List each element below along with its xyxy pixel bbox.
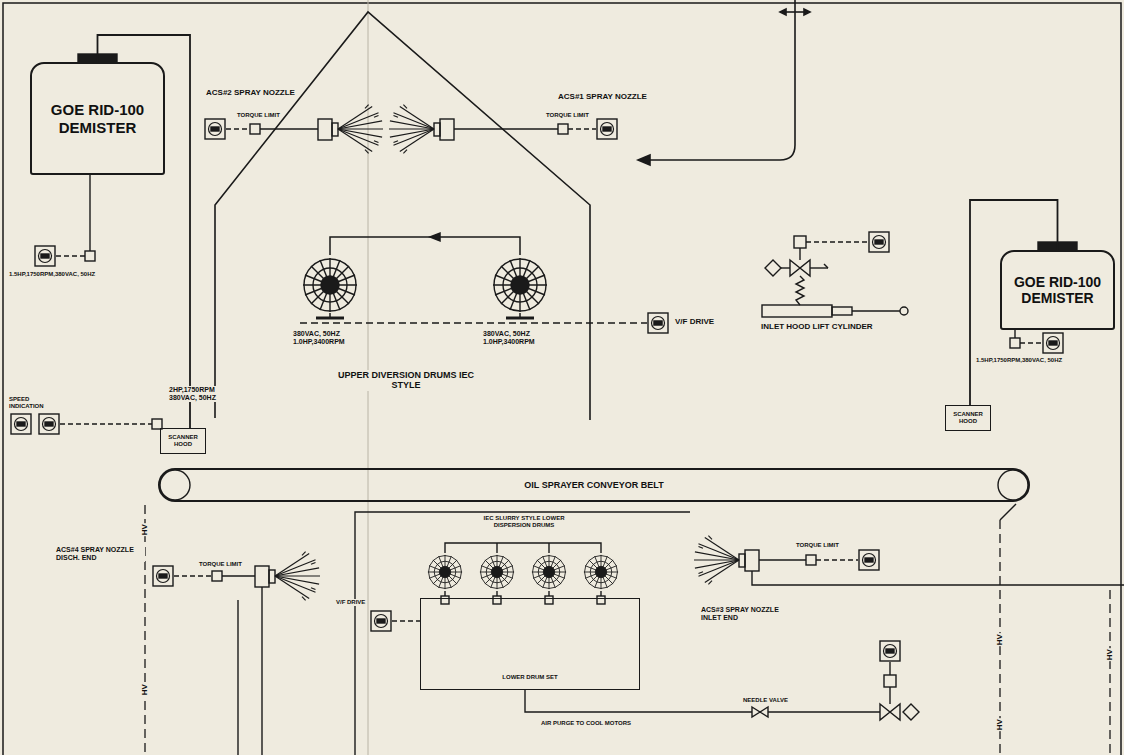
- nozzle-label: ACS#1 SPRAY NOZZLE: [557, 92, 648, 101]
- device-label: SPEED INDICATION: [8, 396, 50, 410]
- hv-cables: [145, 505, 1110, 755]
- scanner-hood-box: SCANNER HOOD: [160, 428, 206, 454]
- demister-left-motor: [35, 54, 117, 266]
- motor-rating: 380VAC, 50HZ 1.0HP,3400RPM: [482, 330, 546, 346]
- drive-label: V/F DRIVE: [335, 599, 366, 606]
- drive-label: V/F DRIVE: [674, 317, 715, 326]
- section-title: IEC SLURRY STYLE LOWER DISPERSION DRUMS: [478, 515, 570, 529]
- acs1-nozzle: [389, 105, 617, 154]
- device-label: TORQUE LIMIT: [236, 112, 281, 119]
- motor-rating: 380VAC, 50HZ 1.0HP,3400RPM: [292, 330, 356, 346]
- sheet-frame: [3, 0, 1121, 755]
- node-text: GOE RID-100 DEMISTER: [48, 101, 148, 136]
- belt-drive: [11, 414, 1028, 520]
- air-purge-line: [525, 641, 919, 720]
- device-label: NEEDLE VALVE: [742, 697, 789, 704]
- hood-outline: [215, 12, 590, 420]
- acs3-nozzle: [694, 536, 1124, 585]
- motor-rating: 1.5HP,1750RPM,380VAC, 50HZ: [8, 271, 96, 278]
- node-text: LOWER DRUM SET: [502, 674, 557, 681]
- nozzle-label: ACS#4 SPRAY NOZZLE DISCH. END: [55, 546, 145, 562]
- hv-marker: HV: [995, 633, 1004, 646]
- node-text: GOE RID-100 DEMISTER: [1010, 274, 1105, 306]
- device-label: INLET HOOD LIFT CYLINDER: [760, 322, 874, 331]
- scanner-hood-box: SCANNER HOOD: [945, 405, 991, 431]
- nozzle-label: ACS#3 SPRAY NOZZLE INLET END: [700, 606, 787, 622]
- inlet-hood-cylinder: [762, 232, 908, 317]
- hv-marker: HV: [140, 523, 149, 536]
- node-text: SCANNER HOOD: [950, 411, 986, 425]
- conveyor-belt: OIL SPRAYER CONVEYOR BELT: [158, 468, 1030, 502]
- hv-marker: HV: [140, 683, 149, 696]
- upper-drums: [300, 233, 668, 333]
- node-text: SCANNER HOOD: [165, 434, 201, 448]
- section-title: UPPER DIVERSION DRUMS IEC STYLE: [335, 370, 477, 391]
- device-label: TORQUE LIMIT: [545, 112, 590, 119]
- return-pipe: [638, 0, 810, 165]
- drum-frame-box: LOWER DRUM SET: [420, 598, 640, 690]
- acs2-nozzle: [205, 105, 383, 154]
- motor-rating: 2HP,1750RPM 380VAC, 50HZ: [168, 386, 230, 402]
- demister-tank: GOE RID-100 DEMISTER: [1000, 250, 1115, 330]
- device-label: TORQUE LIMIT: [198, 561, 243, 568]
- device-label: TORQUE LIMIT: [795, 542, 840, 549]
- demister-tank: GOE RID-100 DEMISTER: [30, 62, 165, 175]
- hv-marker: HV: [995, 718, 1004, 731]
- line-label: AIR PURGE TO COOL MOTORS: [540, 720, 632, 727]
- lower-drums: [355, 512, 690, 755]
- nozzle-label: ACS#2 SPRAY NOZZLE: [205, 88, 296, 97]
- motor-rating: 1.5HP,1750RPM,380VAC, 50HZ: [975, 357, 1063, 364]
- acs4-nozzle: [153, 552, 320, 755]
- pipe-line: [98, 35, 191, 428]
- node-text: OIL SPRAYER CONVEYOR BELT: [524, 480, 663, 490]
- hv-marker: HV: [1105, 648, 1114, 661]
